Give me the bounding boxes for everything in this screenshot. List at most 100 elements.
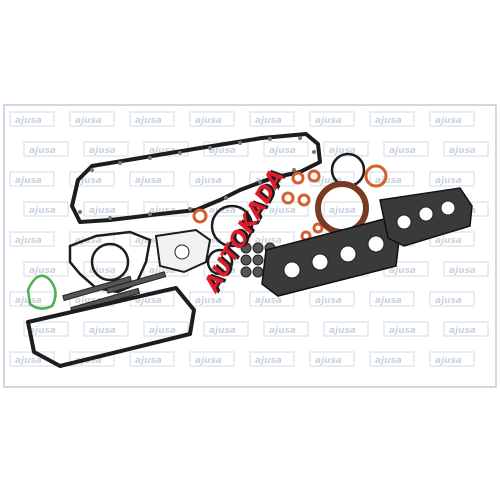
watermark-logo: ajusa — [129, 111, 175, 127]
watermark-logo: ajusa — [69, 231, 115, 247]
watermark-logo: ajusa — [309, 351, 355, 367]
watermark-logo: ajusa — [23, 141, 69, 157]
svg-text:ajusa: ajusa — [149, 326, 176, 336]
thermostat-hole — [174, 244, 190, 260]
watermark-logo: ajusa — [263, 321, 309, 337]
watermark-logo: ajusa — [443, 321, 489, 337]
svg-text:ajusa: ajusa — [195, 296, 222, 306]
watermark-logo: ajusa — [69, 111, 115, 127]
watermark-logo: ajusa — [249, 111, 295, 127]
exhaust-manifold-gasket — [379, 187, 473, 247]
watermark-logo: ajusa — [143, 321, 189, 337]
svg-text:ajusa: ajusa — [75, 296, 102, 306]
svg-text:ajusa: ajusa — [315, 116, 342, 126]
watermark-logo: ajusa — [189, 291, 235, 307]
svg-text:ajusa: ajusa — [329, 146, 356, 156]
svg-text:ajusa: ajusa — [315, 296, 342, 306]
svg-text:ajusa: ajusa — [255, 356, 282, 366]
watermark-logo: ajusa — [443, 141, 489, 157]
svg-text:ajusa: ajusa — [75, 236, 102, 246]
svg-text:ajusa: ajusa — [135, 116, 162, 126]
svg-text:ajusa: ajusa — [389, 326, 416, 336]
svg-text:ajusa: ajusa — [15, 356, 42, 366]
watermark-logo: ajusa — [443, 261, 489, 277]
svg-text:ajusa: ajusa — [149, 146, 176, 156]
svg-text:ajusa: ajusa — [435, 236, 462, 246]
watermark-logo: ajusa — [23, 201, 69, 217]
svg-text:ajusa: ajusa — [315, 176, 342, 186]
svg-text:ajusa: ajusa — [209, 146, 236, 156]
watermark-logo: ajusa — [323, 141, 369, 157]
svg-text:ajusa: ajusa — [89, 146, 116, 156]
svg-text:ajusa: ajusa — [89, 266, 116, 276]
svg-text:ajusa: ajusa — [389, 266, 416, 276]
svg-text:ajusa: ajusa — [389, 146, 416, 156]
watermark-logo: ajusa — [429, 351, 475, 367]
svg-text:ajusa: ajusa — [29, 146, 56, 156]
watermark-logo: ajusa — [429, 171, 475, 187]
svg-text:ajusa: ajusa — [255, 116, 282, 126]
svg-text:ajusa: ajusa — [315, 356, 342, 366]
camshaft-seal — [364, 164, 388, 188]
svg-text:ajusa: ajusa — [135, 356, 162, 366]
watermark-logo: ajusa — [83, 321, 129, 337]
watermark-logo: ajusa — [263, 141, 309, 157]
watermark-logo: ajusa — [9, 171, 55, 187]
watermark-logo: ajusa — [189, 351, 235, 367]
svg-text:ajusa: ajusa — [449, 326, 476, 336]
svg-text:ajusa: ajusa — [329, 326, 356, 336]
svg-text:ajusa: ajusa — [75, 176, 102, 186]
svg-text:ajusa: ajusa — [255, 296, 282, 306]
watermark-logo: ajusa — [383, 141, 429, 157]
watermark-logo: ajusa — [309, 291, 355, 307]
svg-text:ajusa: ajusa — [375, 176, 402, 186]
svg-text:ajusa: ajusa — [209, 326, 236, 336]
valve-cover-bolt-dots — [78, 136, 316, 220]
watermark-logo: ajusa — [9, 111, 55, 127]
svg-text:ajusa: ajusa — [29, 206, 56, 216]
watermark-logo: ajusa — [369, 171, 415, 187]
valve-cover-gasket — [70, 132, 322, 224]
svg-text:ajusa: ajusa — [149, 206, 176, 216]
svg-text:ajusa: ajusa — [209, 266, 236, 276]
svg-text:ajusa: ajusa — [149, 266, 176, 276]
svg-text:ajusa: ajusa — [449, 266, 476, 276]
svg-text:ajusa: ajusa — [195, 176, 222, 186]
svg-text:ajusa: ajusa — [255, 236, 282, 246]
watermark-logo: ajusa — [369, 111, 415, 127]
center-ring-gasket — [210, 204, 254, 248]
svg-text:ajusa: ajusa — [435, 356, 462, 366]
watermark-logo: ajusa — [383, 321, 429, 337]
green-o-ring — [26, 274, 57, 310]
watermark-logo: ajusa — [83, 261, 129, 277]
copper-washers — [192, 169, 324, 242]
svg-text:ajusa: ajusa — [449, 146, 476, 156]
svg-text:ajusa: ajusa — [135, 236, 162, 246]
watermark-logo: ajusa — [9, 231, 55, 247]
svg-text:ajusa: ajusa — [209, 206, 236, 216]
watermark-logo: ajusa — [203, 321, 249, 337]
svg-text:ajusa: ajusa — [195, 356, 222, 366]
svg-text:ajusa: ajusa — [435, 116, 462, 126]
svg-text:ajusa: ajusa — [195, 116, 222, 126]
watermark-logo: ajusa — [369, 351, 415, 367]
watermark-logo: ajusa — [189, 111, 235, 127]
svg-text:ajusa: ajusa — [15, 236, 42, 246]
svg-text:ajusa: ajusa — [435, 176, 462, 186]
watermark-logo: ajusa — [129, 351, 175, 367]
svg-text:ajusa: ajusa — [29, 326, 56, 336]
svg-text:ajusa: ajusa — [329, 206, 356, 216]
watermark-logo: ajusa — [83, 141, 129, 157]
svg-text:ajusa: ajusa — [269, 326, 296, 336]
svg-text:ajusa: ajusa — [375, 116, 402, 126]
svg-text:ajusa: ajusa — [435, 296, 462, 306]
watermark-logo: ajusa — [23, 321, 69, 337]
svg-text:ajusa: ajusa — [15, 116, 42, 126]
small-ring-gasket — [206, 248, 234, 276]
svg-text:ajusa: ajusa — [375, 296, 402, 306]
svg-text:ajusa: ajusa — [269, 146, 296, 156]
watermark-logo: ajusa — [189, 171, 235, 187]
watermark-logo: ajusa — [83, 201, 129, 217]
svg-text:ajusa: ajusa — [89, 206, 116, 216]
